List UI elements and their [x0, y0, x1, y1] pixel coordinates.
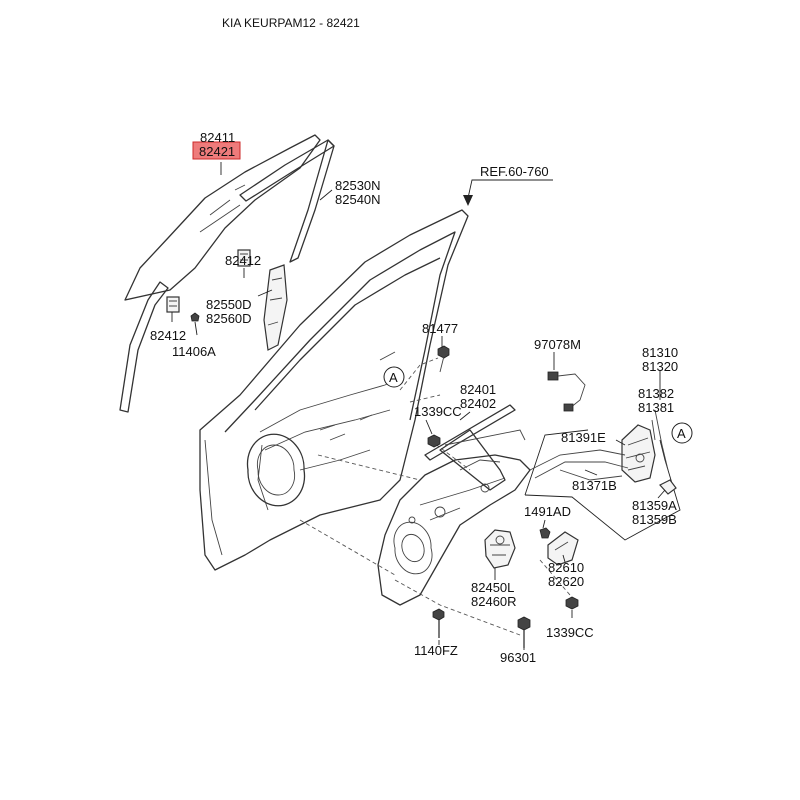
label-81381: 81381	[638, 400, 674, 415]
highlight-box	[192, 141, 241, 160]
glass-holder-lower	[166, 296, 180, 313]
label-82530n: 82530N	[335, 178, 381, 193]
label-82412-upper: 82412	[225, 253, 261, 268]
svg-text:A: A	[389, 370, 398, 385]
clip-1491ad	[539, 527, 551, 539]
glass-holder-upper	[237, 249, 251, 267]
label-1339cc-lower: 1339CC	[546, 625, 594, 640]
diagram-title: KIA KEURPAM12 - 82421	[222, 16, 360, 30]
nut-1339cc-upper	[427, 434, 441, 448]
label-81310: 81310	[642, 345, 678, 360]
label-82450l: 82450L	[471, 580, 514, 595]
label-81371b: 81371B	[572, 478, 617, 493]
label-82421: 82421	[199, 144, 235, 159]
leader-lines	[171, 162, 666, 650]
label-82460r: 82460R	[471, 594, 517, 609]
part-96301	[517, 616, 531, 648]
ref-marker-a-left: A	[383, 366, 405, 388]
window-regulator	[377, 404, 531, 606]
reference-label: REF.60-760	[480, 164, 549, 179]
label-82620: 82620	[548, 574, 584, 589]
label-82560d: 82560D	[206, 311, 252, 326]
wire-harness-97078m	[547, 371, 586, 412]
svg-text:A: A	[677, 426, 686, 441]
delta-moulding	[263, 264, 288, 351]
label-81359b: 81359B	[632, 512, 677, 527]
label-82540n: 82540N	[335, 192, 381, 207]
part-81359	[659, 479, 677, 495]
glass-run-channel	[119, 139, 335, 413]
nut-1339cc-lower	[565, 596, 579, 610]
label-11406a: 11406A	[172, 344, 216, 359]
inside-handle	[547, 531, 579, 566]
bolt-81477	[437, 345, 450, 373]
regulator-motor	[484, 529, 516, 569]
holder-bolt	[190, 312, 200, 322]
label-82411: 82411	[200, 130, 235, 145]
label-1491ad: 1491AD	[524, 504, 571, 519]
label-81359a: 81359A	[632, 498, 677, 513]
label-81391e: 81391E	[561, 430, 606, 445]
label-82401: 82401	[460, 382, 496, 397]
label-1140fz: 1140FZ	[414, 643, 458, 658]
ref-marker-a-right: A	[671, 422, 693, 444]
label-82412-lower: 82412	[150, 328, 186, 343]
assembly-lines	[299, 357, 571, 636]
latch-cables	[529, 449, 629, 481]
label-82550d: 82550D	[206, 297, 252, 312]
label-82610: 82610	[548, 560, 584, 575]
door-latch	[621, 424, 656, 483]
label-96301: 96301	[500, 650, 536, 665]
latch-group-box	[524, 429, 681, 541]
label-81477: 81477	[422, 321, 458, 336]
label-82402: 82402	[460, 396, 496, 411]
label-81320: 81320	[642, 359, 678, 374]
label-1339cc-upper: 1339CC	[414, 404, 462, 419]
reference-arrow: REF.60-760	[463, 164, 553, 206]
label-97078m: 97078M	[534, 337, 581, 352]
door-glass	[124, 134, 321, 301]
label-81382: 81382	[638, 386, 674, 401]
bolt-1140fz	[432, 608, 445, 638]
part-labels: 82411 82421 82530N 82540N 82412 82550D 8…	[150, 130, 678, 665]
latch-rods	[651, 409, 669, 471]
